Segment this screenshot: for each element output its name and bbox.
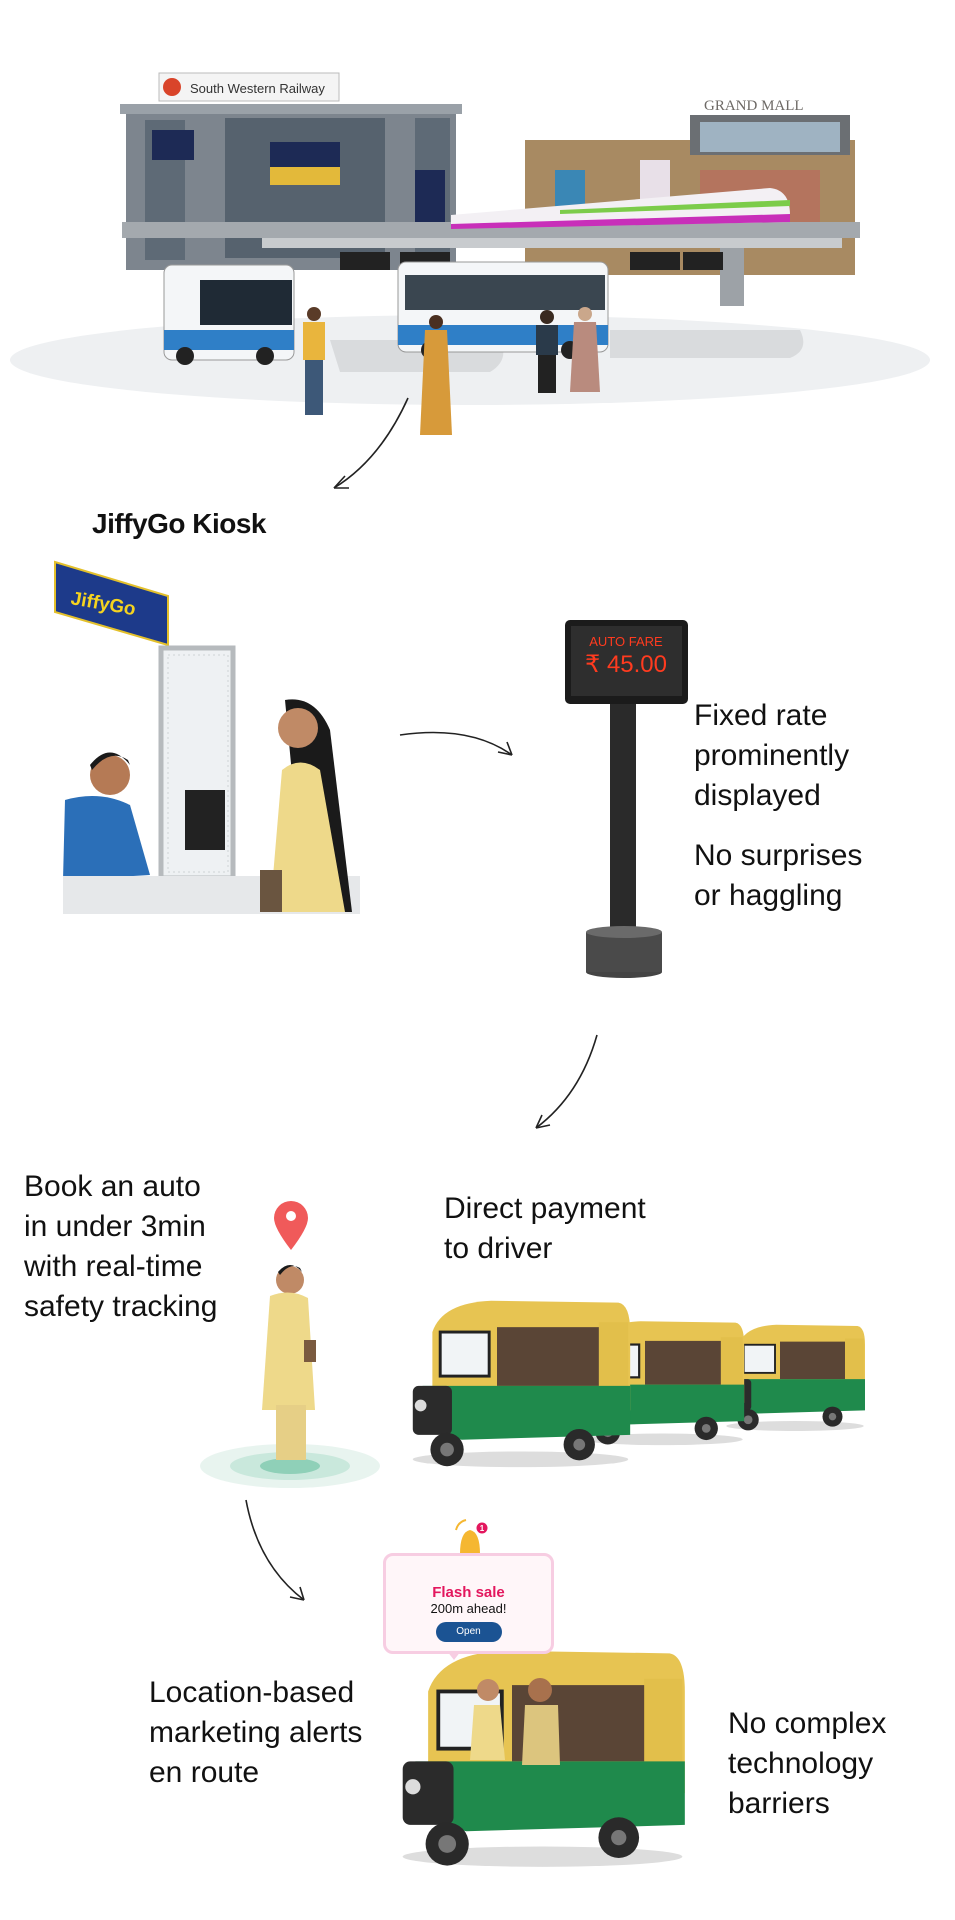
- caption-line: Location-based: [149, 1676, 355, 1709]
- caption-line: Direct payment: [444, 1192, 646, 1225]
- caption-line: in under 3min: [24, 1210, 206, 1243]
- jiffygo-kiosk-sign: JiffyGo: [54, 560, 169, 647]
- flow-arrow: [535, 1034, 598, 1129]
- caption-line: Fixed rate: [694, 699, 828, 732]
- caption-line: safety tracking: [24, 1290, 218, 1323]
- caption-location-marketing: Location-based marketing alerts en route: [149, 1673, 362, 1793]
- caption-book-auto: Book an auto in under 3min with real-tim…: [24, 1167, 217, 1327]
- caption-fixed-rate: Fixed rate prominently displayed: [694, 696, 849, 816]
- notification-title: Flash sale: [432, 1584, 505, 1601]
- caption-line: No complex: [728, 1707, 887, 1740]
- notification-message: 200m ahead!: [430, 1601, 507, 1616]
- fare-amount: ₹ 45.00: [585, 651, 667, 678]
- flow-arrow: [333, 397, 409, 489]
- flow-arrow: [399, 731, 513, 756]
- auto-rickshaw: [724, 1323, 867, 1433]
- mall-sign: GRAND MALL: [704, 98, 804, 114]
- fare-label: AUTO FARE: [589, 634, 663, 649]
- caption-line: en route: [149, 1756, 260, 1789]
- metro-train: [451, 188, 790, 229]
- caption-line: prominently: [694, 739, 850, 772]
- notification-badge: 1: [480, 1524, 485, 1533]
- open-button[interactable]: Open: [435, 1622, 502, 1642]
- fare-display-board: AUTO FARE ₹ 45.00: [565, 620, 688, 978]
- caption-line: technology: [728, 1747, 874, 1780]
- transit-hub-scene: South Western Railway GRAND MALL: [10, 72, 930, 435]
- caption-no-surprises: No surprises or haggling: [694, 836, 862, 916]
- railway-sign: South Western Railway: [190, 81, 325, 96]
- caption-line: to driver: [444, 1232, 553, 1265]
- caption-line: No surprises: [694, 839, 863, 872]
- caption-line: displayed: [694, 779, 821, 812]
- flow-arrow: [245, 1499, 305, 1601]
- caption-line: with real-time: [24, 1250, 203, 1283]
- customer-woman: [260, 699, 352, 912]
- woman-with-phone: [262, 1265, 316, 1460]
- caption-line: Book an auto: [24, 1170, 201, 1203]
- elevated-track: [122, 222, 860, 238]
- commuters: [303, 307, 600, 435]
- tracking-rings: [200, 1444, 380, 1488]
- flash-sale-notification: Flash sale 200m ahead! Open: [383, 1553, 554, 1654]
- caption-line: marketing alerts: [149, 1716, 363, 1749]
- location-pin-icon: [274, 1201, 308, 1250]
- kiosk-staff: [63, 752, 150, 880]
- caption-line: or haggling: [694, 879, 843, 912]
- caption-line: barriers: [728, 1787, 830, 1820]
- bus-shelter-canopy: [262, 238, 842, 248]
- caption-direct-payment: Direct payment to driver: [444, 1189, 646, 1269]
- kiosk-title: JiffyGo Kiosk: [92, 508, 266, 539]
- caption-no-complex: No complex technology barriers: [728, 1704, 886, 1824]
- auto-rickshaw-with-passengers: [400, 1648, 687, 1869]
- kiosk-illustration: JiffyGo: [54, 560, 360, 914]
- notification-tail: [447, 1651, 461, 1660]
- grand-mall-building: GRAND MALL: [525, 98, 855, 275]
- bus: [163, 264, 295, 365]
